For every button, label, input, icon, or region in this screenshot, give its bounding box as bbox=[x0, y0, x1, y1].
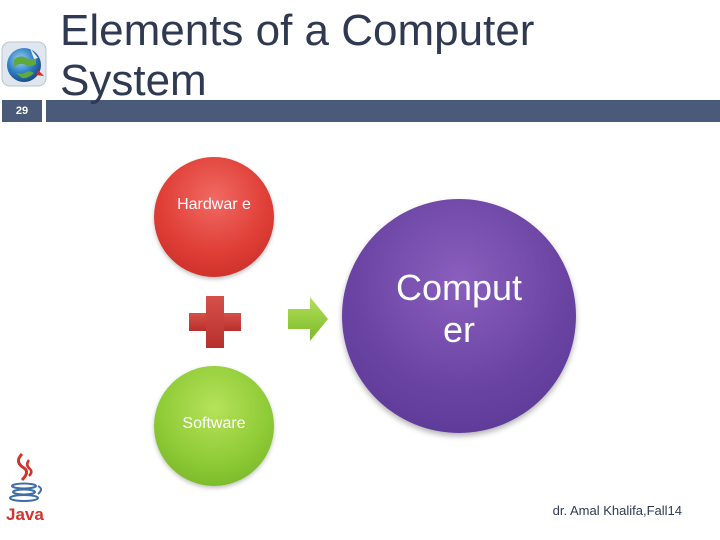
slide-title: Elements of a Computer System bbox=[60, 6, 535, 105]
plus-icon bbox=[189, 296, 241, 348]
java-logo-icon: Java bbox=[4, 450, 46, 526]
hardware-label: Hardwar e bbox=[177, 195, 251, 213]
software-node: Software bbox=[154, 366, 274, 486]
hardware-node: Hardwar e bbox=[154, 157, 274, 277]
slide-number-box: 29 bbox=[2, 100, 42, 122]
globe-logo-icon bbox=[0, 40, 50, 88]
computer-label: Comput er bbox=[395, 267, 523, 350]
computer-node: Comput er bbox=[342, 199, 576, 433]
title-underline-bar bbox=[46, 100, 720, 122]
arrow-right-icon bbox=[288, 297, 328, 341]
footer-credit: dr. Amal Khalifa,Fall14 bbox=[552, 503, 682, 518]
svg-text:Java: Java bbox=[6, 505, 44, 524]
software-label: Software bbox=[182, 414, 246, 432]
slide-number: 29 bbox=[15, 105, 29, 117]
